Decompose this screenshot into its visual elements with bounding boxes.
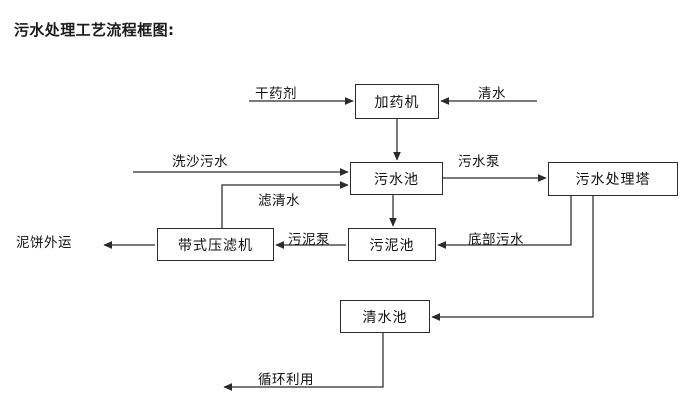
node-label: 污泥池 — [369, 237, 415, 254]
page-title: 污水处理工艺流程框图: — [14, 21, 175, 39]
node-label: 清水池 — [362, 309, 408, 326]
label-dry-chemical: 干药剂 — [255, 86, 297, 102]
edge-clear-water-pool-to-recycle — [223, 333, 384, 391]
node-dosing-machine[interactable]: 加药机 — [355, 84, 439, 119]
edge-tower-to-sludge-pool — [437, 196, 572, 249]
label-sludge-pump: 污泥泵 — [288, 232, 330, 248]
node-label: 污水池 — [374, 171, 419, 188]
node-sludge-pool[interactable]: 污泥池 — [348, 228, 436, 261]
label-bottom-sewage: 底部污水 — [468, 232, 524, 248]
node-belt-press[interactable]: 带式压滤机 — [157, 228, 274, 261]
node-treatment-tower[interactable]: 污水处理塔 — [548, 162, 678, 196]
label-filtrate-water: 滤清水 — [258, 193, 300, 209]
node-label: 带式压滤机 — [178, 237, 253, 254]
node-label: 污水处理塔 — [575, 172, 651, 188]
node-label: 加药机 — [374, 94, 420, 111]
label-clean-water-in: 清水 — [478, 86, 506, 102]
label-sand-wash-water: 洗沙污水 — [172, 154, 228, 170]
label-recycle-use: 循环利用 — [258, 372, 314, 388]
node-clear-water-pool[interactable]: 清水池 — [340, 300, 430, 333]
edge-filtrate-to-sewage-pool — [221, 181, 349, 228]
label-mud-cake-out: 泥饼外运 — [16, 235, 72, 251]
label-sewage-pump: 污水泵 — [458, 154, 500, 170]
node-sewage-pool[interactable]: 污水池 — [350, 162, 443, 195]
edge-tower-to-clear-water-pool — [431, 196, 594, 321]
